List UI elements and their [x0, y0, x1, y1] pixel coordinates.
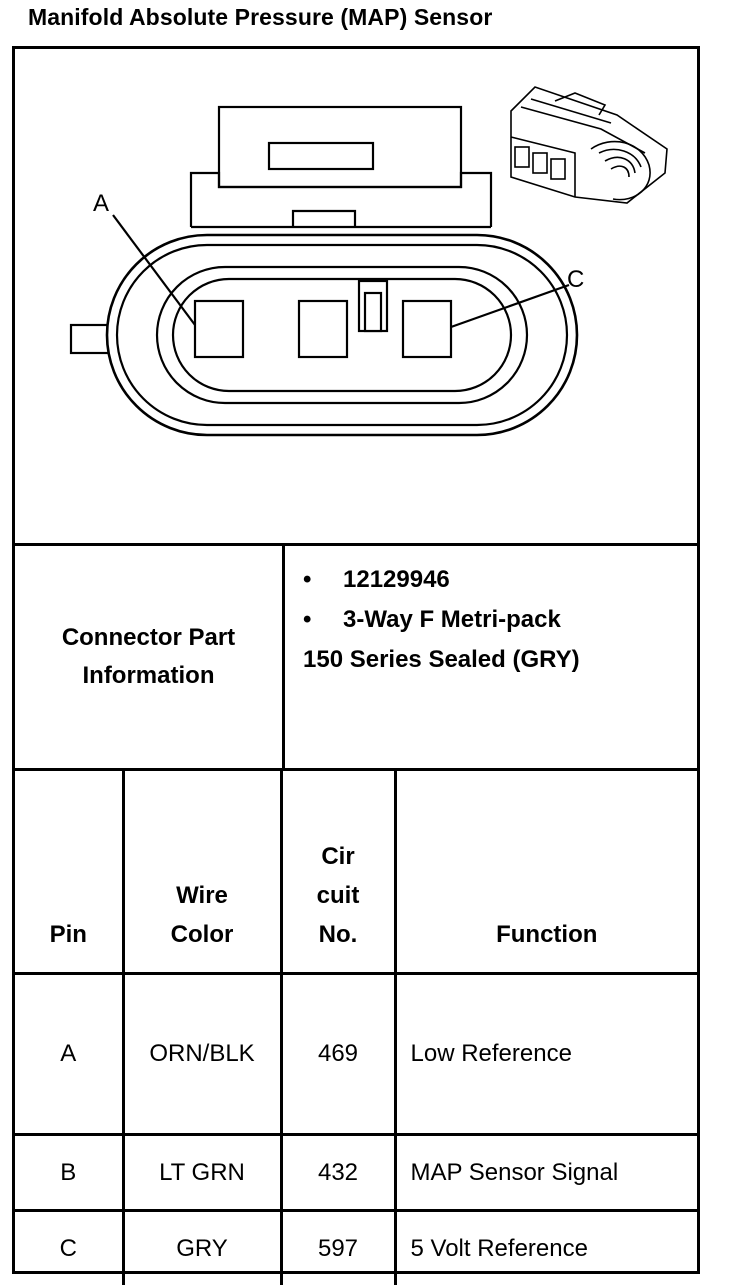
pin-cell: B	[15, 1135, 123, 1211]
header-circuit-no: Cir cuit No.	[281, 771, 395, 974]
connector-info-label-line1: Connector Part	[62, 619, 235, 657]
connector-series: 150 Series Sealed (GRY)	[303, 640, 693, 680]
connector-thumbnail-icon	[511, 87, 667, 203]
function-cell: MAP Sensor Signal	[395, 1135, 697, 1211]
pin-cell: C	[15, 1211, 123, 1285]
connector-diagram: A C	[15, 49, 697, 546]
bullet-icon: •	[303, 560, 343, 600]
connector-info-label: Connector Part Information	[15, 546, 285, 768]
wire-color-cell: GRY	[123, 1211, 281, 1285]
header-pin: Pin	[15, 771, 123, 974]
part-number-item: • 12129946	[303, 560, 693, 600]
pin-table: Pin Wire Color Cir cuit No. Function A O…	[15, 771, 697, 1271]
header-function: Function	[395, 771, 697, 974]
pin-table-header: Pin Wire Color Cir cuit No. Function	[15, 771, 697, 974]
bullet-icon: •	[303, 600, 343, 640]
connector-type: 3-Way F Metri-pack	[343, 600, 561, 640]
page-title: Manifold Absolute Pressure (MAP) Sensor	[28, 4, 492, 31]
circuit-cell: 597	[281, 1211, 395, 1285]
function-cell: Low Reference	[395, 974, 697, 1135]
connector-face-illustration: A C	[15, 49, 697, 543]
table-row: A ORN/BLK 469 Low Reference	[15, 974, 697, 1135]
part-number: 12129946	[343, 560, 450, 600]
connector-part-information: Connector Part Information • 12129946 • …	[15, 546, 697, 771]
wire-color-cell: LT GRN	[123, 1135, 281, 1211]
pin-c-label: C	[567, 266, 584, 293]
table-row: C GRY 597 5 Volt Reference	[15, 1211, 697, 1285]
connector-info-detail: • 12129946 • 3-Way F Metri-pack 150 Seri…	[303, 560, 693, 680]
circuit-cell: 469	[281, 974, 395, 1135]
circuit-cell: 432	[281, 1135, 395, 1211]
header-wire-color: Wire Color	[123, 771, 281, 974]
pin-cell: A	[15, 974, 123, 1135]
function-cell: 5 Volt Reference	[395, 1211, 697, 1285]
connector-sheet: A C Connector Part Information • 1212994…	[12, 46, 700, 1274]
connector-info-label-line2: Information	[62, 657, 235, 695]
pin-a-label: A	[93, 190, 109, 217]
table-row: B LT GRN 432 MAP Sensor Signal	[15, 1135, 697, 1211]
connector-type-item: • 3-Way F Metri-pack	[303, 600, 693, 640]
wire-color-cell: ORN/BLK	[123, 974, 281, 1135]
